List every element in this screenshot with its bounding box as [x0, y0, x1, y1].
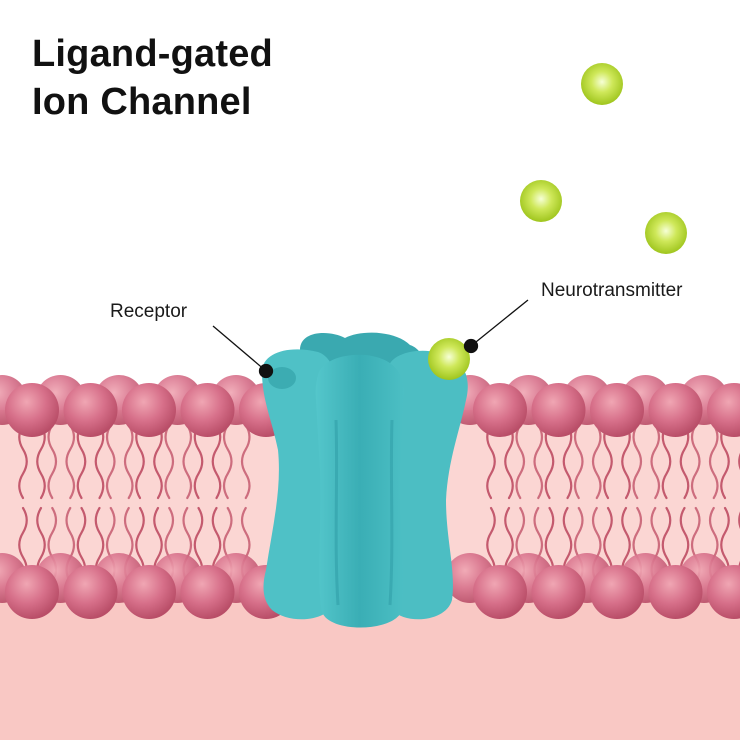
phospholipid-head — [473, 565, 527, 619]
phospholipid-head — [590, 565, 644, 619]
lipid-tail — [193, 423, 204, 500]
lipid-tail — [211, 423, 222, 500]
phospholipid-head — [707, 383, 740, 437]
lipid-tail — [738, 452, 740, 471]
neurotransmitter-molecule — [520, 180, 562, 222]
neurotransmitter-molecule — [645, 212, 687, 254]
phospholipid-head — [531, 565, 586, 619]
protein-groove — [388, 419, 394, 606]
lipid-tail — [164, 423, 175, 500]
lipid-heads — [0, 375, 740, 619]
lipid-tail — [573, 423, 584, 500]
phospholipid-head — [648, 383, 703, 437]
phospholipid-head — [5, 565, 59, 619]
lipid-tail — [47, 423, 58, 500]
neurotransmitter-label: Neurotransmitter — [541, 280, 683, 301]
lipid-tail — [123, 423, 134, 500]
lipid-tail — [621, 423, 631, 500]
lipid-tail — [591, 423, 602, 500]
lipid-tail — [708, 423, 719, 500]
lipid-tail — [153, 423, 163, 500]
neurotransmitter-bound — [428, 338, 470, 380]
phospholipid-head — [180, 383, 235, 437]
phospholipid-head — [648, 565, 703, 619]
receptor-pointer-dot — [258, 363, 274, 379]
phospholipid-head — [180, 565, 235, 619]
lipid-tail — [544, 423, 555, 500]
phospholipid-head — [473, 383, 527, 437]
lipid-tail — [76, 423, 87, 500]
lipid-tail — [36, 423, 46, 500]
phospholipid-head — [122, 565, 176, 619]
lipid-tail — [562, 423, 573, 500]
protein-subunit-right — [386, 350, 468, 620]
lipid-tail — [135, 423, 145, 500]
neurotransmitter-molecule — [581, 63, 623, 105]
lipid-tail — [182, 423, 193, 500]
lipid-tail — [533, 423, 544, 500]
phospholipid-head — [707, 565, 740, 619]
phospholipid-head — [63, 383, 118, 437]
phospholipid-head — [122, 383, 176, 437]
label-pointers — [212, 299, 529, 379]
neurotransmitter-pointer-dot — [463, 338, 479, 354]
receptor-label: Receptor — [110, 301, 188, 322]
neurotransmitter-molecules — [428, 63, 687, 380]
lipid-tail — [720, 423, 730, 500]
neurotransmitter-pointer-line — [470, 299, 529, 347]
lipid-tail — [650, 423, 661, 500]
lipid-tail — [504, 423, 514, 500]
lipid-tail — [18, 423, 28, 500]
phospholipid-head — [531, 383, 586, 437]
phospholipid-head — [590, 383, 644, 437]
channel-protein — [262, 332, 468, 628]
receptor-binding-site — [268, 367, 296, 389]
lipid-tail — [65, 423, 76, 500]
lipid-tail — [603, 423, 613, 500]
phospholipid-head — [63, 565, 118, 619]
phospholipid-head — [5, 383, 59, 437]
lipid-tail — [105, 423, 116, 500]
lipid-tail — [240, 423, 251, 500]
lipid-tail — [632, 423, 643, 500]
title-line-1: Ligand-gated — [32, 33, 273, 75]
receptor-pointer-line — [212, 325, 267, 372]
title-line-2: Ion Channel — [32, 81, 252, 123]
lipid-tail — [679, 423, 690, 500]
lipid-tail — [222, 423, 233, 500]
lipid-tail — [515, 423, 526, 500]
lipid-tail — [94, 423, 105, 500]
lipid-tail — [690, 423, 701, 500]
lipid-tail — [661, 423, 672, 500]
protein-groove — [334, 419, 340, 606]
lipid-tail — [486, 423, 496, 500]
diagram-title: Ligand-gated Ion Channel — [32, 30, 273, 126]
